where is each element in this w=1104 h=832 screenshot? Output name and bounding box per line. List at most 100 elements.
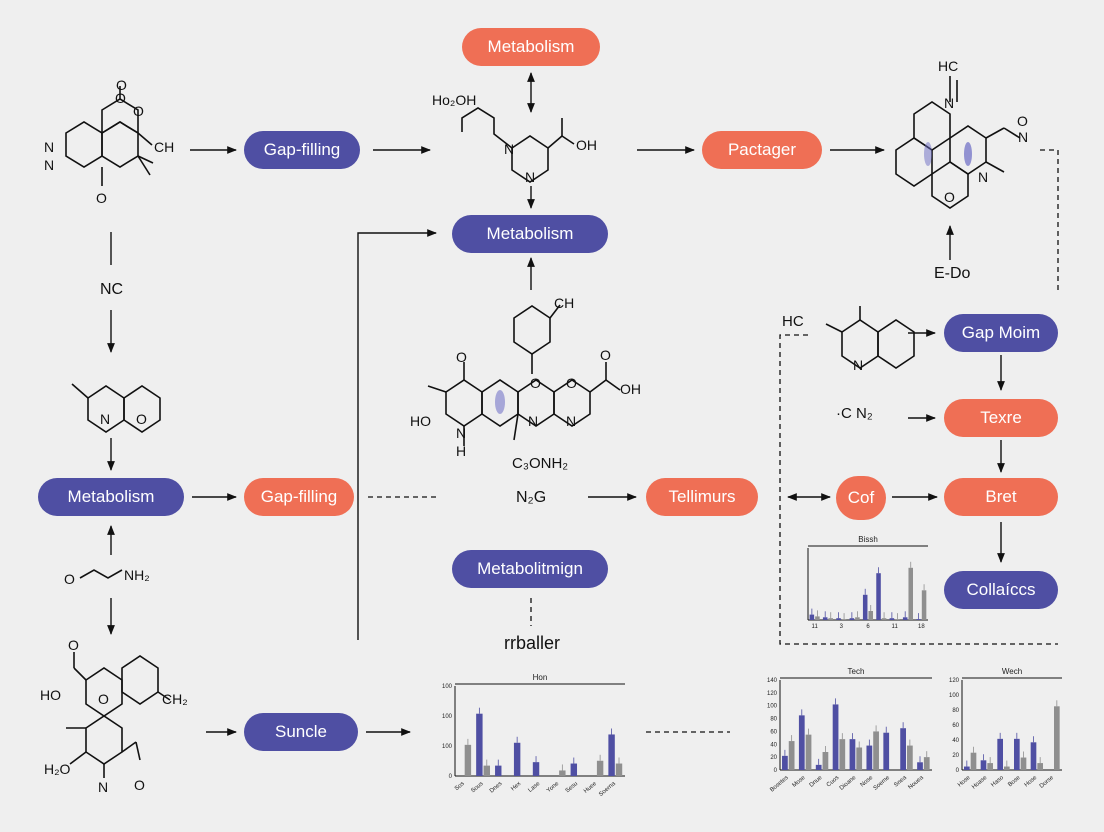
node-gap-filling-2[interactable]: Gap-filling [244,478,354,516]
x-tick-label: Yone [546,781,561,795]
y-tick-label: 60 [952,723,959,729]
bar [815,616,820,620]
bar [1020,757,1027,770]
svg-text:O: O [134,777,145,793]
label-e-do: E-Do [934,265,971,282]
svg-text:HO: HO [410,413,431,429]
bar [615,763,623,776]
molecule-right-middle: N [825,306,915,373]
bar [828,618,833,620]
node-collaiccs[interactable]: Collaíccs [944,571,1058,609]
bar [1030,742,1037,770]
x-tick-label: 3 [840,624,844,630]
bar [873,731,879,770]
svg-text:HC: HC [938,58,958,74]
x-tick-label: Dnes [489,781,504,795]
y-tick-label: 140 [767,678,778,684]
svg-text:O: O [530,375,541,391]
molecule-bottom-left: O HO CH₂ O H₂O N O [40,637,188,795]
y-tick-label: 0 [956,768,960,774]
bar [881,618,887,620]
label-nc: NC [100,281,124,298]
bar [815,764,822,770]
bar [902,617,908,620]
node-suncle[interactable]: Suncle [244,713,358,751]
node-metabolitmign[interactable]: Metabolitmign [452,550,608,588]
svg-text:O: O [98,691,109,707]
node-metabolism-top[interactable]: Metabolism [462,28,600,66]
svg-text:N: N [1018,129,1028,145]
label-hc-right: HC [782,313,804,330]
x-tick-label: Bose [1007,775,1022,789]
svg-text:N: N [978,169,988,185]
x-tick-label: Soeme [873,775,892,792]
svg-text:OH: OH [576,137,597,153]
y-tick-label: 100 [442,744,453,750]
svg-text:N: N [98,779,108,795]
node-gap-moim[interactable]: Gap Moim [944,314,1058,352]
node-metabolism-mid[interactable]: Metabolism [452,215,608,253]
y-tick-label: 40 [770,742,777,748]
bar [1004,766,1010,770]
x-tick-label: Dorse [1039,775,1056,790]
bar [906,745,913,770]
molecule-aminoethanol: O NH₂ [64,567,150,587]
svg-text:N: N [504,141,514,157]
label-n2g: N₂G [516,489,547,506]
y-tick-label: 20 [770,755,777,761]
y-tick-label: 60 [770,729,777,735]
bar [809,614,815,620]
bar [980,760,987,770]
svg-text:O: O [68,637,79,653]
svg-text:CH₂: CH₂ [162,691,188,707]
svg-text:N: N [525,169,535,185]
connectors [107,72,1059,736]
svg-text:O: O [133,103,144,119]
bar [1054,706,1060,770]
node-cof[interactable]: Cof [836,476,886,520]
x-tick-label: Dioane [839,775,858,792]
svg-text:N: N [944,95,954,111]
x-tick-label: Hose [1024,775,1039,789]
node-texte[interactable]: Texre [944,399,1058,437]
label-cno2: ·C N₂ [836,405,873,422]
svg-text:NH₂: NH₂ [124,567,150,583]
chart-title: Tech [848,667,865,676]
svg-text:N: N [456,425,466,441]
bar [608,734,615,776]
bar [788,741,795,770]
x-tick-label: 11 [892,624,899,630]
x-tick-label: Dnue [809,775,824,789]
node-pactager[interactable]: Pactager [702,131,822,169]
svg-text:O: O [600,347,611,363]
molecule-top-right: HC N O N N O [895,58,1028,209]
x-tick-label: Mose [792,775,808,789]
bar [908,567,913,620]
bar [513,742,521,776]
y-tick-label: 20 [952,753,959,759]
bar [464,744,472,776]
x-tick-label: Sesu [565,781,579,794]
x-tick-label: Haso [990,775,1005,789]
node-metabolism-left[interactable]: Metabolism [38,478,184,516]
svg-text:O: O [456,349,467,365]
bar [782,755,788,770]
node-gap-filling-1[interactable]: Gap-filling [244,131,360,169]
label-c3onh2: C₃ONH₂ [512,455,569,472]
svg-text:O: O [116,77,127,93]
bar [855,617,860,620]
y-tick-label: 0 [774,768,778,774]
node-bret[interactable]: Bret [944,478,1058,516]
bar [476,713,483,776]
y-tick-label: 100 [949,693,960,699]
x-tick-label: Lase [527,781,541,794]
bar [559,770,566,776]
node-tellimurs[interactable]: Tellimurs [646,478,758,516]
svg-text:O: O [64,571,75,587]
molecule-top-center: Ho₂OH N N OH [432,92,597,185]
x-tick-label: 11 [812,624,819,630]
svg-text:O: O [1017,113,1028,129]
